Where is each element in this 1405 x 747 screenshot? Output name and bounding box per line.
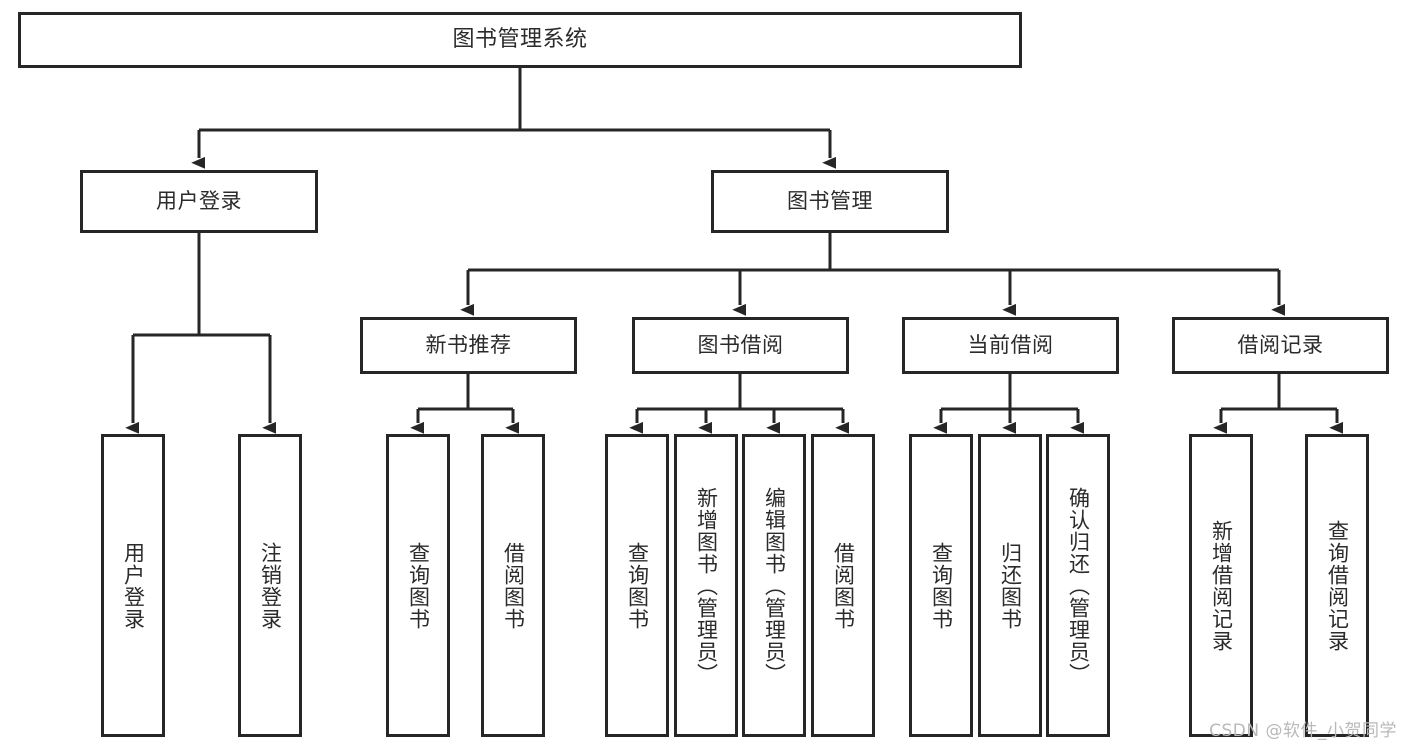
node-book-management[interactable]: 图书管理 (711, 170, 949, 233)
leaf-add-borrow-record[interactable]: 新增借阅记录 (1189, 434, 1253, 737)
node-label: 借阅图书 (831, 541, 856, 630)
leaf-logout-login[interactable]: 注销登录 (238, 434, 302, 737)
leaf-query-book-borrow[interactable]: 查询图书 (605, 434, 669, 737)
node-label: 查询图书 (406, 541, 431, 630)
leaf-query-book-recommend[interactable]: 查询图书 (386, 434, 450, 737)
node-label: 图书管理系统 (452, 27, 588, 53)
node-label: 归还图书 (998, 541, 1023, 630)
node-label: 图书管理 (787, 189, 873, 214)
node-label: 确认归还（管理员） (1066, 486, 1091, 685)
node-new-book-recommend[interactable]: 新书推荐 (360, 317, 577, 374)
node-label: 借阅记录 (1237, 333, 1324, 358)
node-label: 查询图书 (929, 541, 954, 630)
node-label: 用户登录 (156, 189, 242, 214)
leaf-confirm-return-admin[interactable]: 确认归还（管理员） (1046, 434, 1110, 737)
node-label: 图书借阅 (697, 333, 784, 358)
node-label: 新增借阅记录 (1209, 519, 1234, 652)
node-label: 新增图书（管理员） (694, 486, 719, 685)
leaf-borrow-book-recommend[interactable]: 借阅图书 (481, 434, 545, 737)
leaf-user-login[interactable]: 用户登录 (101, 434, 165, 737)
leaf-return-book[interactable]: 归还图书 (978, 434, 1042, 737)
node-label: 查询图书 (625, 541, 650, 630)
csdn-watermark: CSDN @软件_小贺同学 (1209, 721, 1397, 741)
node-root-book-management-system[interactable]: 图书管理系统 (18, 12, 1022, 68)
node-label: 编辑图书（管理员） (762, 486, 787, 685)
node-label: 借阅图书 (501, 541, 526, 630)
node-label: 注销登录 (258, 541, 283, 630)
node-label: 查询借阅记录 (1325, 519, 1350, 652)
node-label: 新书推荐 (425, 333, 512, 358)
node-book-borrow[interactable]: 图书借阅 (632, 317, 849, 374)
node-label: 当前借阅 (967, 333, 1054, 358)
node-current-borrow[interactable]: 当前借阅 (902, 317, 1119, 374)
leaf-query-borrow-record[interactable]: 查询借阅记录 (1305, 434, 1369, 737)
leaf-edit-book-admin[interactable]: 编辑图书（管理员） (742, 434, 806, 737)
leaf-query-book-current[interactable]: 查询图书 (909, 434, 973, 737)
node-user-login[interactable]: 用户登录 (80, 170, 318, 233)
leaf-add-book-admin[interactable]: 新增图书（管理员） (674, 434, 738, 737)
leaf-borrow-book[interactable]: 借阅图书 (811, 434, 875, 737)
node-borrow-record[interactable]: 借阅记录 (1172, 317, 1389, 374)
node-label: 用户登录 (121, 541, 146, 630)
